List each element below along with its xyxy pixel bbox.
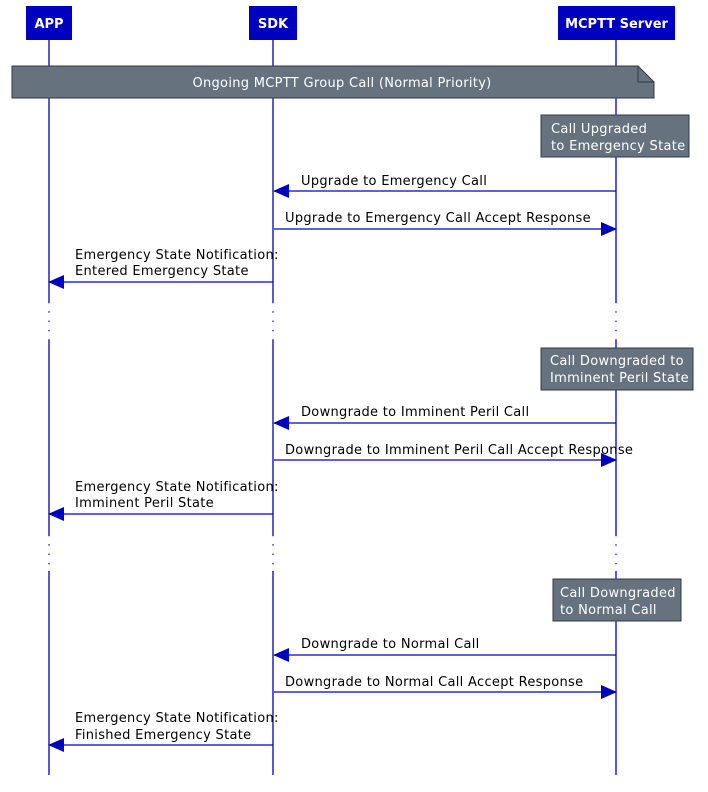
message-label-line-1: Emergency State Notification: xyxy=(75,248,279,263)
message-upgrade-accept: Upgrade to Emergency Call Accept Respons… xyxy=(274,211,617,236)
message-label-line-2: Finished Emergency State xyxy=(75,728,251,743)
note-line-2: to Emergency State xyxy=(551,139,685,154)
message-entered-emergency-notification: Emergency State Notification: Entered Em… xyxy=(48,248,279,289)
participant-sdk: SDK xyxy=(249,6,297,40)
message-label: Downgrade to Imminent Peril Call Accept … xyxy=(285,443,633,458)
note-line-2: to Normal Call xyxy=(560,603,657,618)
message-imminent-peril-notification: Emergency State Notification: Imminent P… xyxy=(48,480,279,521)
banner-text: Ongoing MCPTT Group Call (Normal Priorit… xyxy=(192,76,491,91)
message-downgrade-normal-accept: Downgrade to Normal Call Accept Response xyxy=(274,675,617,699)
note-call-downgraded-normal: Call Downgraded to Normal Call xyxy=(552,578,682,622)
participant-sdk-label: SDK xyxy=(258,17,289,32)
message-label-line-1: Emergency State Notification: xyxy=(75,480,279,495)
message-label-line-2: Imminent Peril State xyxy=(75,496,214,511)
note-line-1: Call Downgraded xyxy=(560,586,676,601)
participant-server: MCPTT Server xyxy=(558,6,675,40)
message-downgrade-imminent-peril: Downgrade to Imminent Peril Call xyxy=(273,405,616,430)
message-label-line-1: Emergency State Notification: xyxy=(75,711,279,726)
lifelines xyxy=(48,40,617,775)
note-line-2: Imminent Peril State xyxy=(550,371,689,386)
message-upgrade-emergency: Upgrade to Emergency Call xyxy=(273,174,616,198)
message-label: Upgrade to Emergency Call xyxy=(301,174,487,189)
participant-server-label: MCPTT Server xyxy=(565,17,668,32)
note-line-1: Call Upgraded xyxy=(551,122,647,137)
note-call-upgraded: Call Upgraded to Emergency State xyxy=(540,114,690,158)
message-finished-emergency-notification: Emergency State Notification: Finished E… xyxy=(48,711,279,752)
message-downgrade-imminent-peril-accept: Downgrade to Imminent Peril Call Accept … xyxy=(274,443,633,467)
message-label-line-2: Entered Emergency State xyxy=(75,264,249,279)
message-downgrade-normal: Downgrade to Normal Call xyxy=(273,637,616,662)
participant-app: APP xyxy=(26,6,72,40)
note-call-downgraded-imminent-peril: Call Downgraded to Imminent Peril State xyxy=(540,347,694,391)
message-label: Downgrade to Imminent Peril Call xyxy=(301,405,529,420)
ongoing-call-banner: Ongoing MCPTT Group Call (Normal Priorit… xyxy=(11,65,655,99)
note-line-1: Call Downgraded to xyxy=(550,354,684,369)
message-label: Upgrade to Emergency Call Accept Respons… xyxy=(285,211,591,226)
message-label: Downgrade to Normal Call xyxy=(301,637,480,652)
participant-app-label: APP xyxy=(34,17,63,32)
message-label: Downgrade to Normal Call Accept Response xyxy=(285,675,583,690)
